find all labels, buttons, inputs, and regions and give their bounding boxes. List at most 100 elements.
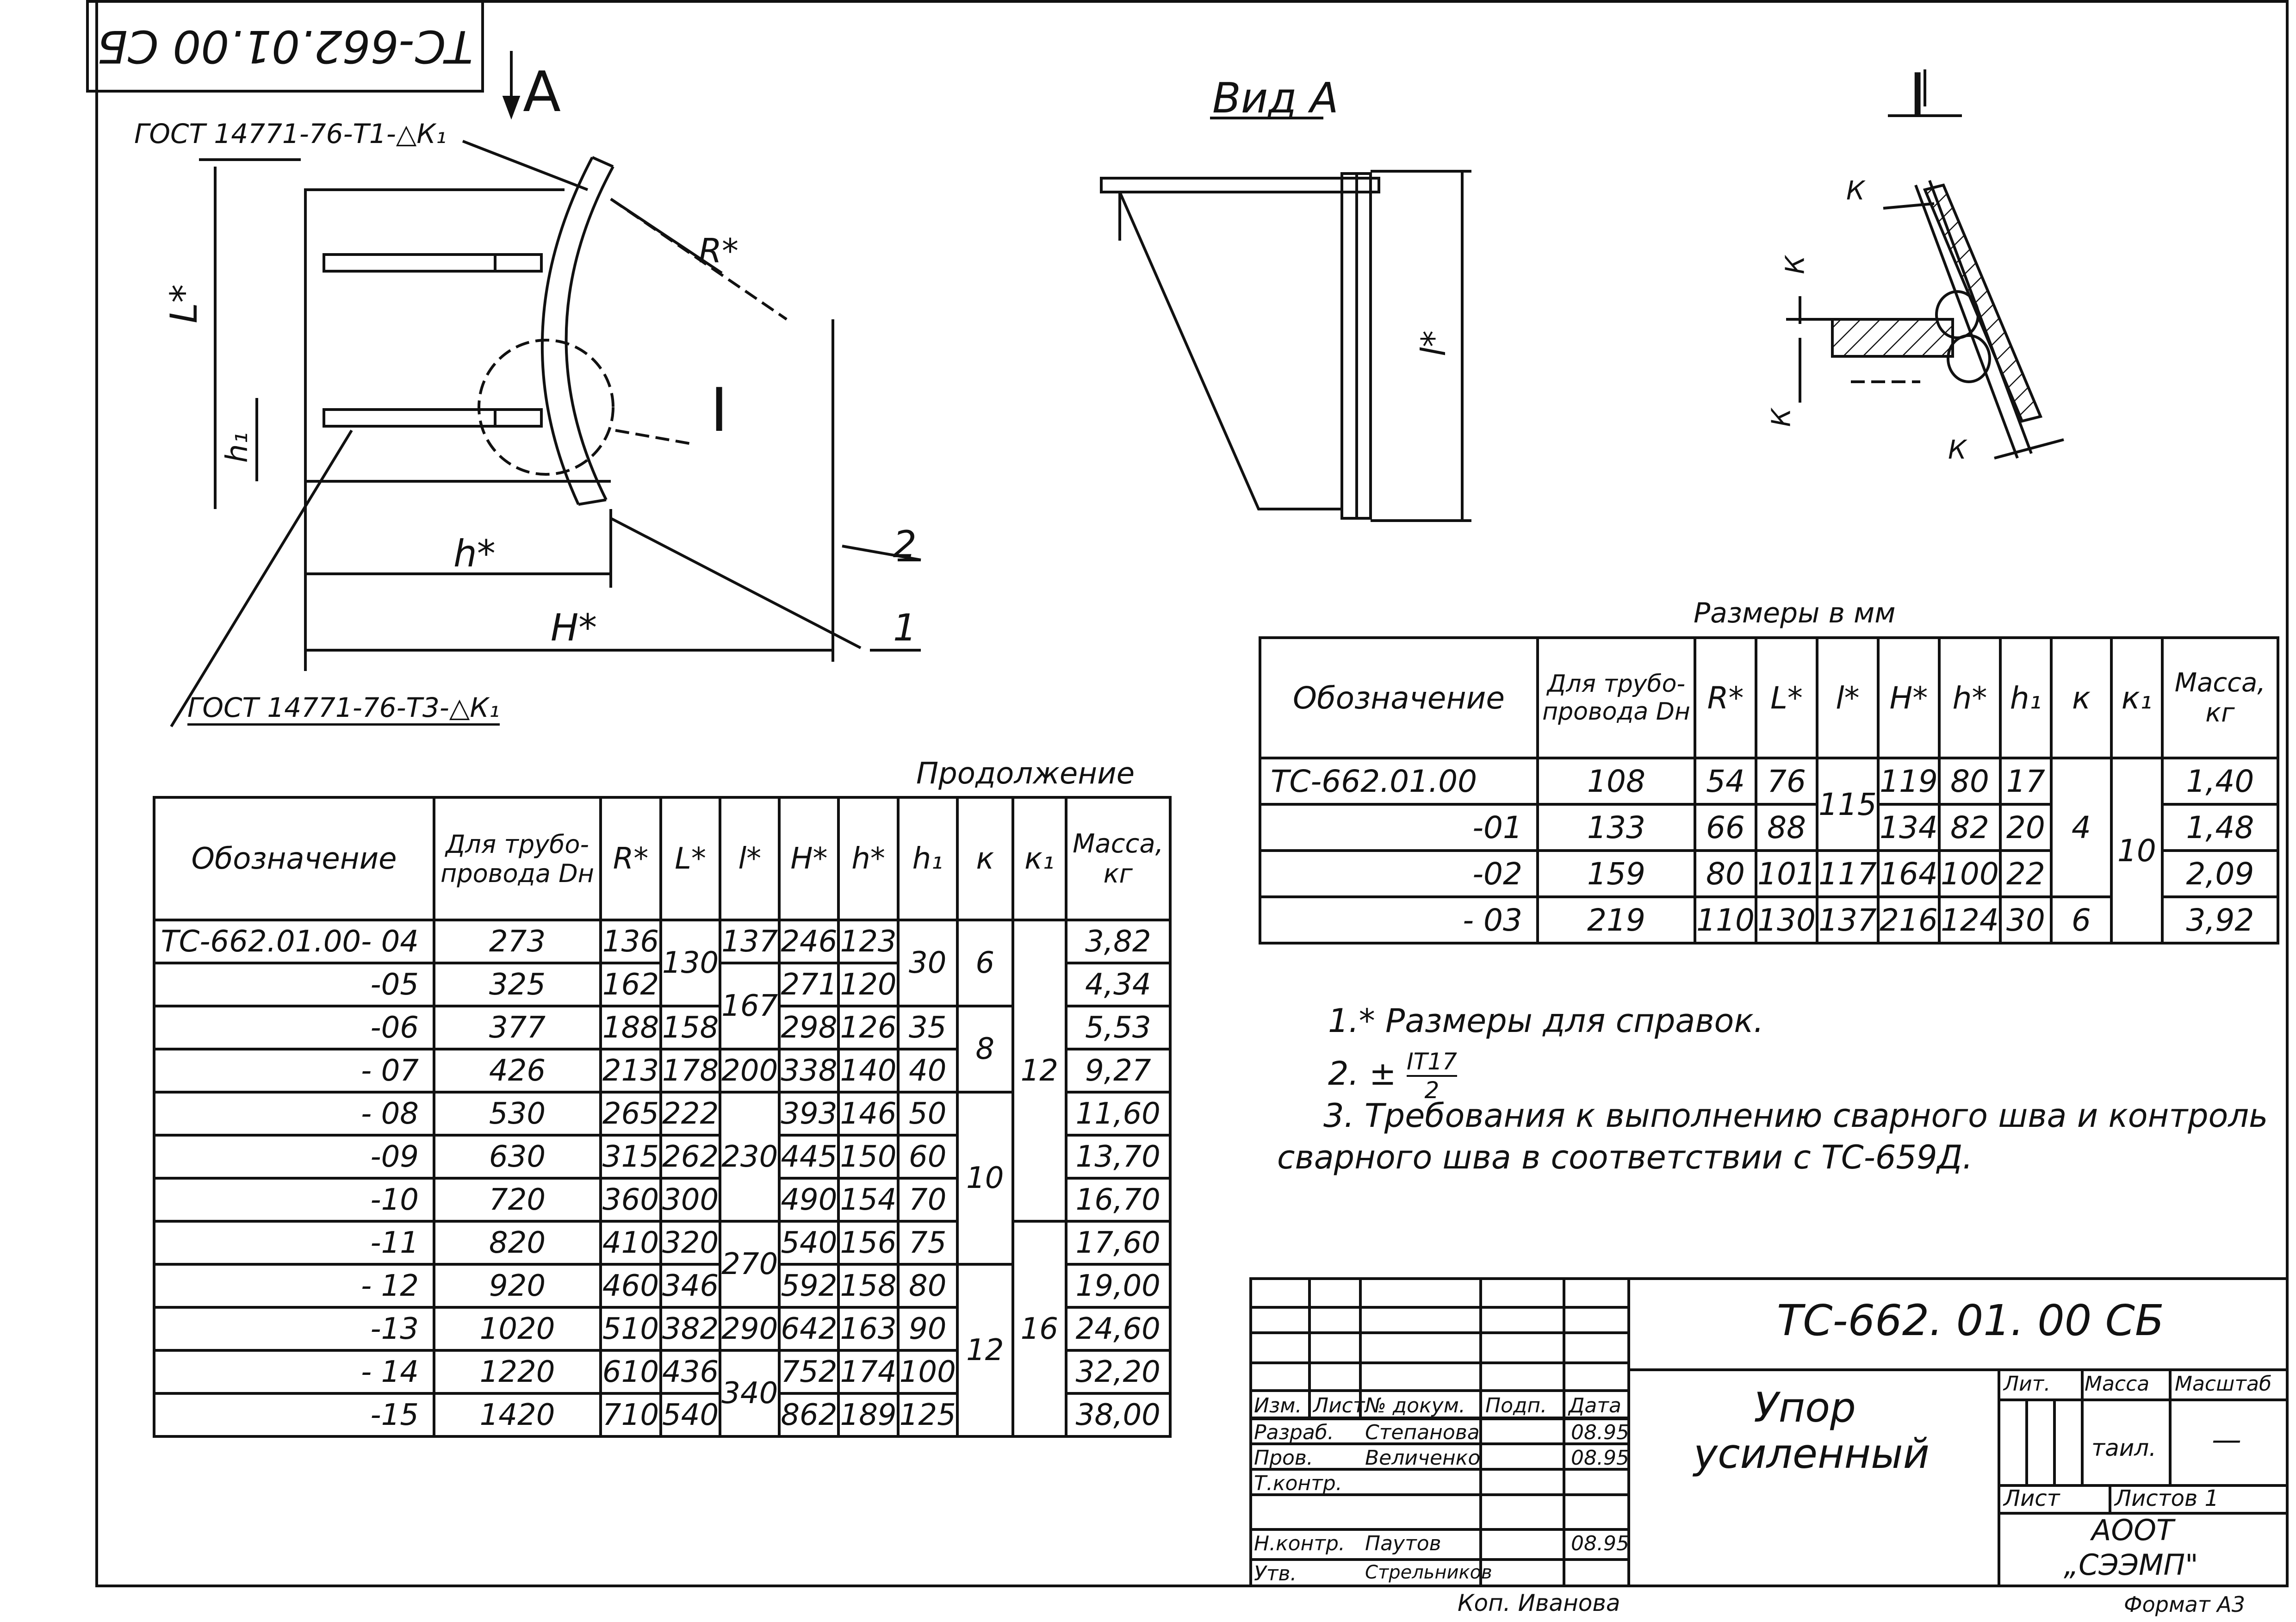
copied-by: Коп. Иванова bbox=[1458, 1590, 1620, 1616]
table-row: -15 bbox=[153, 1392, 435, 1438]
tb-col-list: Лист bbox=[1313, 1394, 1365, 1417]
detail-k-label-3: К bbox=[1766, 408, 1797, 427]
cell-dn: 133 bbox=[1536, 803, 1696, 852]
cell-h1: 20 bbox=[1998, 803, 2053, 852]
dim-h-label: h* bbox=[453, 532, 496, 575]
cell-L: 76 bbox=[1754, 757, 1818, 806]
note-2-numerator: IT17 bbox=[1406, 1048, 1457, 1077]
cell-H: 642 bbox=[778, 1306, 840, 1352]
cell-R: 162 bbox=[599, 962, 662, 1007]
dim-H-label: H* bbox=[551, 606, 597, 649]
cell-R: 66 bbox=[1694, 803, 1757, 852]
cell-L: 436 bbox=[659, 1349, 722, 1395]
cell-h1: 75 bbox=[896, 1220, 959, 1266]
cell-h1: 90 bbox=[896, 1306, 959, 1352]
cell-L: 158 bbox=[659, 1005, 722, 1050]
tb-org-line1: АООТ bbox=[2091, 1513, 2174, 1547]
cell-h1: 80 bbox=[896, 1263, 959, 1309]
cell-dn: 820 bbox=[433, 1220, 602, 1266]
cell-dn: 1020 bbox=[433, 1306, 602, 1352]
cell-l: 137 bbox=[719, 919, 781, 964]
note-3-line2: сварного шва в соответствии с ТС-659Д. bbox=[1277, 1138, 1973, 1176]
tb-scale-value: — bbox=[2212, 1423, 2241, 1457]
continuation-caption: Продолжение bbox=[916, 757, 1135, 791]
view-a-title: Вид А bbox=[1212, 74, 1339, 123]
cell-H: 752 bbox=[778, 1349, 840, 1395]
tb-role-checker: Пров. bbox=[1254, 1446, 1313, 1470]
cell-R: 315 bbox=[599, 1134, 662, 1180]
col-l: l* bbox=[719, 796, 781, 921]
cell-l: 115 bbox=[1815, 757, 1880, 852]
tb-org-line2: „СЭЭМП" bbox=[2064, 1548, 2198, 1582]
cell-H: 271 bbox=[778, 962, 840, 1007]
cell-H: 393 bbox=[778, 1091, 840, 1137]
cell-mass: 19,00 bbox=[1064, 1263, 1172, 1309]
tb-name-line1: Упор bbox=[1754, 1384, 1856, 1431]
view-a-gusset bbox=[1117, 191, 1343, 510]
dim-h1-label: h₁ bbox=[220, 432, 255, 463]
cell-R: 410 bbox=[599, 1220, 662, 1266]
dim-L-label: L* bbox=[162, 284, 205, 323]
tb-col-doc: № докум. bbox=[1365, 1394, 1465, 1417]
tb-name-norm-control: Паутов bbox=[1365, 1532, 1441, 1555]
view-arrow-label: А bbox=[523, 60, 561, 124]
cell-L: 178 bbox=[659, 1048, 722, 1094]
cell-dn: 159 bbox=[1536, 849, 1696, 898]
cell-l: 137 bbox=[1815, 895, 1880, 945]
col-h1: h₁ bbox=[1998, 636, 2053, 759]
table-row: - 07 bbox=[153, 1048, 435, 1094]
tb-role-developer: Разраб. bbox=[1254, 1421, 1334, 1444]
table-row: -11 bbox=[153, 1220, 435, 1266]
cell-dn: 720 bbox=[433, 1177, 602, 1223]
cell-L: 130 bbox=[1754, 895, 1818, 945]
cell-h: 146 bbox=[837, 1091, 900, 1137]
cell-k: 6 bbox=[2049, 895, 2113, 945]
detail-rib-section bbox=[1831, 318, 1954, 358]
cell-R: 110 bbox=[1694, 895, 1757, 945]
cell-k1: 12 bbox=[1011, 919, 1067, 1223]
cell-R: 54 bbox=[1694, 757, 1757, 806]
cell-mass: 13,70 bbox=[1064, 1134, 1172, 1180]
table-row: -05 bbox=[153, 962, 435, 1007]
note-1: 1.* Размеры для справок. bbox=[1328, 1002, 1764, 1040]
table-row: -10 bbox=[153, 1177, 435, 1223]
tb-role-tech-control: Т.контр. bbox=[1254, 1472, 1342, 1495]
cell-dn: 1220 bbox=[433, 1349, 602, 1395]
cell-h: 126 bbox=[837, 1005, 900, 1050]
cell-mass: 3,92 bbox=[2160, 895, 2279, 945]
tb-name-checker: Величенко bbox=[1365, 1446, 1481, 1470]
cell-R: 188 bbox=[599, 1005, 662, 1050]
rib-lower bbox=[323, 408, 543, 428]
cell-H: 134 bbox=[1876, 803, 1941, 852]
position-2-label: 2 bbox=[893, 523, 917, 566]
table-row: -01 bbox=[1259, 803, 1539, 852]
cell-k: 8 bbox=[956, 1005, 1014, 1094]
cell-k: 6 bbox=[956, 919, 1014, 1007]
col-h: h* bbox=[837, 796, 900, 921]
tb-date-checker: 08.95 bbox=[1571, 1446, 1629, 1470]
cell-H: 119 bbox=[1876, 757, 1941, 806]
cell-h: 163 bbox=[837, 1306, 900, 1352]
cell-mass: 4,34 bbox=[1064, 962, 1172, 1007]
tb-date-norm-control: 08.95 bbox=[1571, 1532, 1629, 1555]
cell-L: 300 bbox=[659, 1177, 722, 1223]
cell-H: 298 bbox=[778, 1005, 840, 1050]
tb-col-sign: Подп. bbox=[1485, 1394, 1547, 1417]
cell-L: 222 bbox=[659, 1091, 722, 1137]
cell-L: 88 bbox=[1754, 803, 1818, 852]
format-label: Формат А3 bbox=[2124, 1592, 2245, 1617]
cell-h1: 30 bbox=[896, 919, 959, 1007]
tb-date-developer: 08.95 bbox=[1571, 1421, 1629, 1444]
leader-gost-top bbox=[462, 140, 589, 191]
units-caption: Размеры в мм bbox=[1694, 597, 1896, 629]
cell-h: 124 bbox=[1937, 895, 2002, 945]
col-k1: к₁ bbox=[1011, 796, 1067, 921]
col-mass: Масса, кг bbox=[1064, 796, 1172, 921]
cell-dn: 219 bbox=[1536, 895, 1696, 945]
cell-k: 4 bbox=[2049, 757, 2113, 898]
tb-name-developer: Степанова bbox=[1365, 1421, 1480, 1444]
cell-h1: 35 bbox=[896, 1005, 959, 1050]
col-H: H* bbox=[1876, 636, 1941, 759]
table-row: ТС-662.01.00 bbox=[1259, 757, 1539, 806]
cell-H: 445 bbox=[778, 1134, 840, 1180]
